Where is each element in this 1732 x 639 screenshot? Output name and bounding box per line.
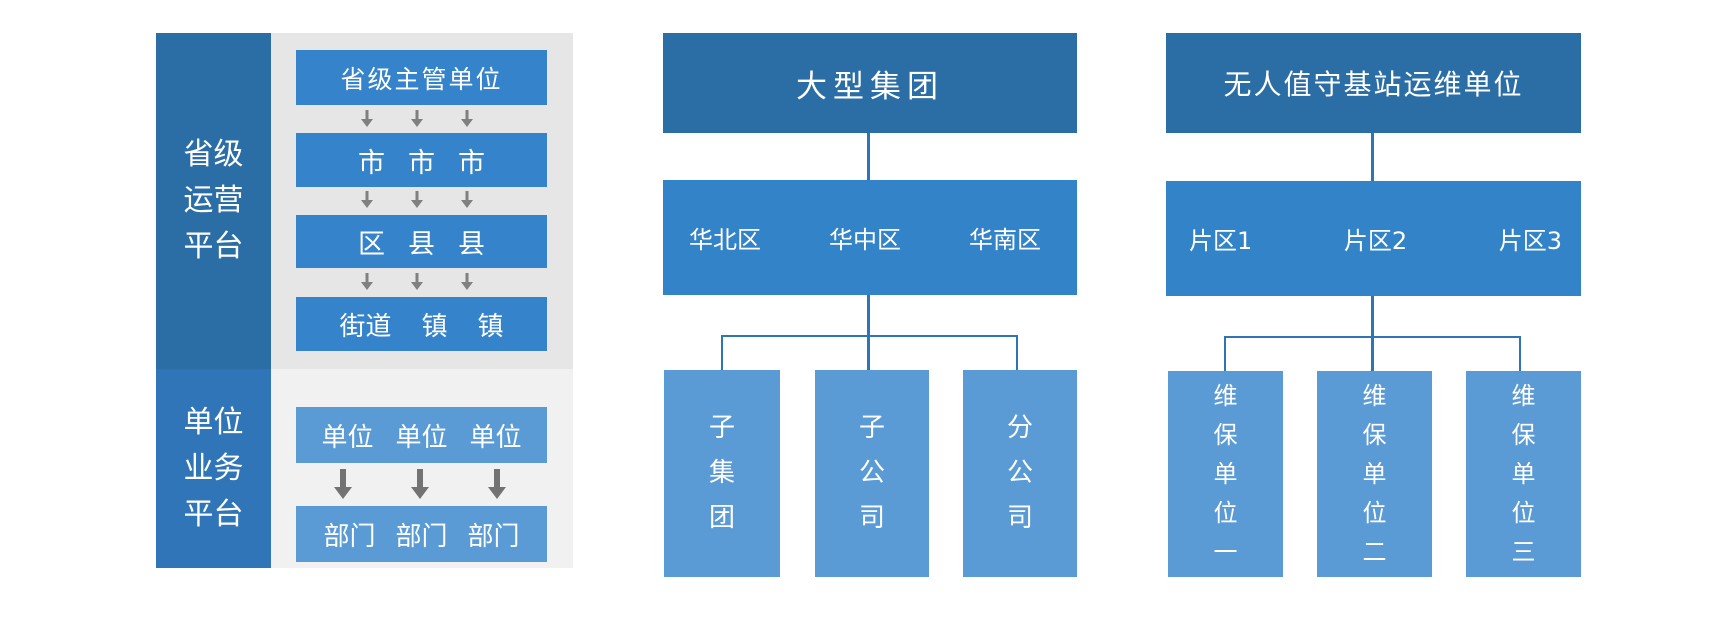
connector-line [1371,133,1374,181]
sub-group-box: 子集团 [664,370,780,577]
town-label: 镇 [421,311,448,342]
group-header-box: 大型集团 [663,33,1077,133]
station-zones-box: 片区1 片区2 片区3 [1166,181,1581,296]
department-label: 部门 [323,521,376,552]
zone-label: 片区2 [1343,227,1408,255]
connector-line [867,133,870,180]
connector-line [1371,336,1374,371]
maintenance-unit-3-label: 维保单位三 [1511,381,1536,566]
subsidiary-company-box: 子公司 [815,370,929,577]
maintenance-unit-1-label: 维保单位一 [1213,381,1238,566]
unit-label: 单位 [321,422,374,453]
district-county-row-box: 区 县 县 [296,215,547,268]
group-regions-box: 华北区 华中区 华南区 [663,180,1077,295]
connector-line [1371,296,1374,337]
region-label: 华北区 [689,226,761,254]
maintenance-unit-2-label: 维保单位二 [1362,381,1387,566]
region-label: 华中区 [829,226,901,254]
station-header-box: 无人值守基站运维单位 [1166,33,1581,133]
connector-line [867,335,870,370]
label-line: 业务 [183,450,244,486]
zone-label: 片区3 [1498,227,1562,255]
branch-company-label: 分公司 [1006,413,1033,533]
unit-row-box: 单位 单位 单位 [296,407,547,463]
label-line: 省级 [183,137,244,172]
maintenance-unit-3-box: 维保单位三 [1466,371,1581,577]
city-label: 市 [408,147,435,179]
sidebar-provincial-platform: 省级 运营 平台 [156,33,271,369]
city-label: 市 [358,147,385,179]
label-line: 平台 [183,496,244,532]
unit-business-platform-label: 单位 业务 平台 [156,369,271,568]
city-label: 市 [458,147,485,179]
connector-line [1224,336,1226,371]
city-row-box: 市 市 市 [296,133,547,187]
group-title: 大型集团 [796,68,944,105]
connector-line [1016,335,1018,370]
county-label: 县 [408,229,435,260]
label-line: 平台 [183,229,244,264]
subsidiary-company-label: 子公司 [858,413,885,533]
county-label: 县 [458,229,485,260]
town-label: 镇 [477,311,504,342]
connector-line [867,295,870,336]
label-line: 单位 [183,404,244,440]
unit-label: 单位 [395,422,448,453]
maintenance-unit-1-box: 维保单位一 [1168,371,1283,577]
department-label: 部门 [467,521,520,552]
street-town-row-box: 街道 镇 镇 [296,297,547,351]
connector-line [721,335,723,370]
sidebar-unit-business-platform: 单位 业务 平台 [156,369,271,568]
district-label: 区 [358,229,385,260]
unit-label: 单位 [469,422,522,453]
department-label: 部门 [395,521,448,552]
station-title: 无人值守基站运维单位 [1223,68,1524,101]
connector-line [1519,336,1521,371]
provincial-authority-box: 省级主管单位 [296,50,547,105]
zone-label: 片区1 [1189,227,1253,255]
provincial-platform-label: 省级 运营 平台 [156,33,271,369]
branch-company-box: 分公司 [963,370,1077,577]
region-label: 华南区 [969,226,1041,254]
maintenance-unit-2-box: 维保单位二 [1317,371,1432,577]
sub-group-label: 子集团 [708,413,735,533]
street-label: 街道 [339,311,392,342]
label-line: 运营 [183,183,244,218]
provincial-authority-label: 省级主管单位 [340,64,503,94]
department-row-box: 部门 部门 部门 [296,506,547,562]
